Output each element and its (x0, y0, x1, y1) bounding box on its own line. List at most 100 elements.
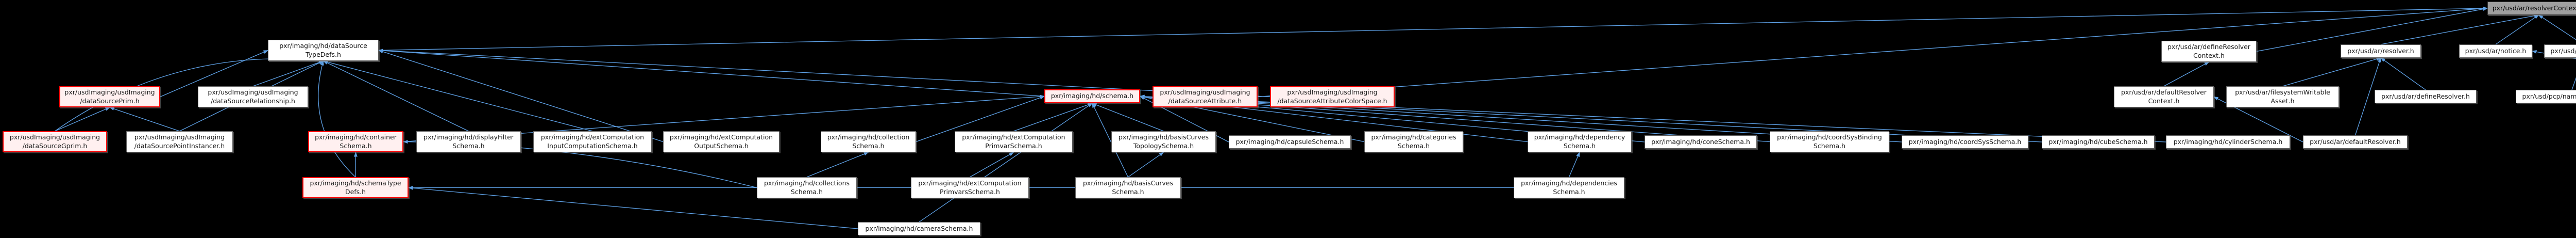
graph-node-label-line: pxr/imaging/hd/dependency (1534, 133, 1625, 141)
graph-node-label-line: /dataSourcePrim.h (80, 97, 140, 105)
graph-node-label-line: pxr/imaging/hd/coneSchema.h (1651, 137, 1750, 146)
edge-extCompInput-to-typeDefs (323, 60, 593, 132)
graph-node-namespaceEdits[interactable]: pxr/usd/pcp/namespaceEdits.h (2516, 90, 2576, 103)
graph-node-label-line: pxr/imaging/hd/container (315, 133, 397, 141)
graph-node-label-line: pxr/imaging/hd/cylinderSchema.h (2173, 137, 2283, 146)
graph-node-gprim[interactable]: pxr/usdImaging/usdImaging/dataSourceGpri… (3, 131, 107, 152)
graph-node-camera[interactable]: pxr/imaging/hd/cameraSchema.h (858, 222, 980, 235)
graph-node-label-line: pxr/usdImaging/usdImaging (1160, 88, 1250, 96)
graph-node-label-line: Schema.h (852, 141, 885, 150)
graph-node-label-line: pxr/imaging/hd/capsuleSchema.h (1235, 137, 1344, 146)
graph-node-cone[interactable]: pxr/imaging/hd/coneSchema.h (1645, 135, 1757, 149)
graph-node-label-line: pxr/imaging/hd/cameraSchema.h (865, 224, 973, 232)
graph-node-label-line: Asset.h (2270, 97, 2295, 105)
graph-node-label-line: pxr/usd/ar/notice.h (2465, 46, 2527, 55)
graph-node-resolver[interactable]: pxr/usd/ar/resolver.h (2341, 44, 2421, 58)
graph-node-root[interactable]: pxr/usd/ar/resolverContext.h (2487, 2, 2576, 15)
graph-node-relationship[interactable]: pxr/usdImaging/usdImaging/dataSourceRela… (198, 86, 308, 107)
graph-node-label-line: pxr/imaging/hd/coordSysSchema.h (1908, 137, 2022, 146)
graph-node-capsule[interactable]: pxr/imaging/hd/capsuleSchema.h (1229, 135, 1351, 149)
graph-node-label-line: Context.h (2148, 97, 2180, 105)
edge-resolver-to-root (2380, 14, 2539, 45)
edge-prim-to-typeDefs (160, 50, 268, 98)
graph-node-label-line: TypeDefs.h (306, 50, 341, 58)
edge-gprim-to-prim (55, 107, 110, 132)
graph-node-label-line: pxr/imaging/hd/extComputation (540, 133, 645, 141)
graph-node-cylinder[interactable]: pxr/imaging/hd/cylinderSchema.h (2166, 135, 2290, 149)
edge-filesystemWritableAsset-to-resolver (2282, 57, 2381, 87)
edge-notice-to-root (2495, 14, 2539, 45)
edge-basisCurves-to-schema (1092, 103, 1129, 178)
edge-namespaceEdits-to-cache (2571, 77, 2576, 90)
graph-node-label-line: pxr/usd/ar/defaultResolver (2121, 88, 2207, 96)
graph-node-label-line: pxr/usdImaging/usdImaging (134, 133, 225, 141)
graph-node-label-line: OutputSchema.h (694, 141, 749, 150)
graph-node-label-line: /dataSourcePointInstancer.h (134, 141, 225, 150)
graph-node-label-line: pxr/usd/ar/defaultResolver.h (2310, 137, 2401, 146)
graph-node-label-line: /dataSourceGprim.h (22, 141, 88, 150)
graph-node-label-line: Schema.h (1563, 141, 1596, 150)
graph-node-label-line: Defs.h (345, 187, 366, 196)
graph-node-pointInstancer[interactable]: pxr/usdImaging/usdImaging/dataSourcePoin… (126, 131, 233, 152)
edge-extCompPrimvars-to-extCompPrimvar (970, 152, 1014, 178)
graph-node-label-line: Schema.h (1553, 187, 1585, 196)
graph-node-label-line: Schema.h (340, 141, 372, 150)
graph-node-dsAttribute[interactable]: pxr/usdImaging/usdImaging/dataSourceAttr… (1153, 86, 1258, 107)
graph-node-label-line: pxr/usd/pcp/namespaceEdits.h (2522, 92, 2576, 100)
graph-node-label-line: Schema.h (1813, 141, 1846, 150)
graph-node-label-line: pxr/usdImaging/usdImaging (208, 88, 298, 96)
edge-displayFilter-to-typeDefs (323, 60, 469, 132)
graph-node-label-line: PrimvarsSchema.h (940, 187, 1000, 196)
edge-collection-to-schema (916, 96, 1045, 142)
graph-node-dsAttrColorSpace[interactable]: pxr/usdImaging/usdImaging/dataSourceAttr… (1270, 86, 1395, 107)
graph-node-label-line: InputComputationSchema.h (547, 141, 638, 150)
graph-node-label-line: Context.h (2193, 51, 2225, 59)
edge-defineResolverContext-to-root (2256, 7, 2488, 52)
graph-node-cube[interactable]: pxr/imaging/hd/cubeSchema.h (2042, 135, 2155, 149)
graph-node-label-line: pxr/usd/pcp/cache.h (2550, 46, 2576, 55)
graph-node-label-line: pxr/imaging/hd/cubeSchema.h (2048, 137, 2148, 146)
edge-collections-to-collection (806, 152, 869, 178)
graph-node-label-line: pxr/imaging/hd/collection (827, 133, 910, 141)
edge-basisCurves-to-basisCurvesTopology (1128, 152, 1164, 178)
graph-node-defineResolver[interactable]: pxr/usd/ar/defineResolver.h (2375, 90, 2477, 103)
graph-node-coordSys[interactable]: pxr/imaging/hd/coordSysSchema.h (1902, 135, 2028, 149)
graph-node-label-line: pxr/usd/ar/defineResolver (2167, 43, 2251, 51)
graph-node-schema[interactable]: pxr/imaging/hd/schema.h (1044, 89, 1140, 103)
graph-node-prim[interactable]: pxr/usdImaging/usdImaging/dataSourcePrim… (59, 86, 160, 107)
edge-relationship-to-typeDefs (252, 60, 324, 87)
edge-extCompOutput-to-typeDefs (378, 50, 664, 142)
graph-node-label-line: PrimvarSchema.h (985, 141, 1042, 150)
edge-extCompPrimvar-to-schema (1013, 103, 1093, 132)
graph-node-label-line: pxr/imaging/hd/basisCurves (1082, 179, 1174, 187)
graph-node-defaultResolver[interactable]: pxr/usd/ar/defaultResolver.h (2303, 135, 2408, 149)
graph-node-label-line: pxr/usd/ar/resolverContext.h (2492, 4, 2576, 12)
graph-node-label-line: pxr/usdImaging/usdImaging (9, 133, 100, 141)
edge-defineResolver-to-resolver (2380, 57, 2426, 90)
graph-node-cache[interactable]: pxr/usd/pcp/cache.h (2544, 44, 2576, 58)
graph-node-notice[interactable]: pxr/usd/ar/notice.h (2459, 44, 2532, 58)
graph-node-label-line: pxr/usdImaging/usdImaging (1287, 88, 1378, 96)
graph-node-label-line: pxr/imaging/hd/collections (764, 179, 850, 187)
graph-node-label-line: Schema.h (790, 187, 823, 196)
